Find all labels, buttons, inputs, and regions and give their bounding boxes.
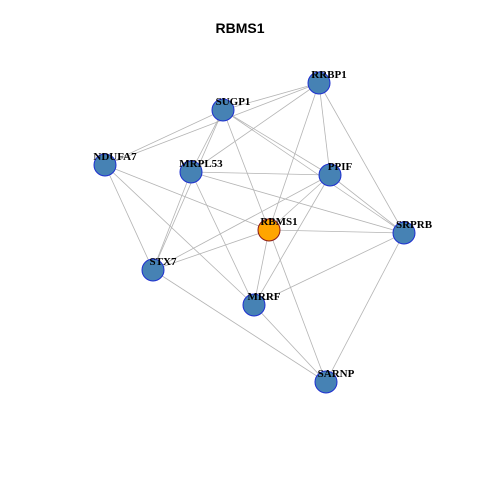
node-circle[interactable] (93, 153, 117, 177)
node-circle[interactable] (211, 98, 235, 122)
edge-ppif-srprb (329, 174, 405, 234)
edge-rrbp1-mrpl53 (190, 82, 320, 173)
edge-rbms1-sarnp (268, 229, 327, 383)
edge-ppif-rbms1 (268, 174, 331, 231)
node-circle[interactable] (307, 71, 331, 95)
node-sugp1[interactable]: SUGP1 (211, 96, 251, 122)
edge-rrbp1-ndufa7 (104, 82, 320, 166)
edge-sugp1-ppif (222, 109, 331, 176)
edge-sugp1-mrpl53 (190, 109, 224, 173)
edge-sugp1-rrbp1 (222, 82, 320, 111)
node-ppif[interactable]: PPIF (318, 161, 353, 187)
edge-rrbp1-ppif (318, 82, 331, 176)
node-label: RBMS1 (260, 216, 297, 228)
edge-mrpl53-stx7 (152, 171, 192, 271)
node-label: NDUFA7 (93, 151, 137, 163)
edge-rbms1-stx7 (152, 229, 270, 271)
edge-mrpl53-srprb (190, 171, 405, 234)
edge-srprb-mrrf (253, 232, 405, 306)
node-stx7[interactable]: STX7 (141, 256, 177, 282)
node-label: MRPL53 (179, 158, 223, 170)
node-rrbp1[interactable]: RRBP1 (307, 69, 347, 95)
node-label: STX7 (150, 256, 177, 268)
node-circle[interactable] (179, 160, 203, 184)
edge-mrpl53-ppif (190, 171, 331, 176)
node-circle[interactable] (242, 293, 266, 317)
node-sarnp[interactable]: SARNP (314, 368, 355, 394)
edge-ndufa7-stx7 (104, 164, 154, 271)
node-label: RRBP1 (311, 69, 346, 81)
node-mrpl53[interactable]: MRPL53 (179, 158, 223, 184)
node-rbms1[interactable]: RBMS1 (257, 216, 298, 242)
node-label: MRRF (248, 291, 281, 303)
edge-stx7-sarnp (152, 269, 327, 383)
node-circle[interactable] (257, 218, 281, 242)
edge-sugp1-rbms1 (222, 109, 270, 231)
edge-ndufa7-rbms1 (104, 164, 270, 231)
edge-srprb-sarnp (325, 232, 405, 383)
node-circle[interactable] (141, 258, 165, 282)
node-circle[interactable] (314, 370, 338, 394)
edge-ppif-mrrf (253, 174, 331, 306)
edge-ndufa7-mrrf (104, 164, 255, 306)
edge-sugp1-ndufa7 (104, 109, 224, 166)
node-label: PPIF (328, 161, 353, 173)
edge-mrrf-sarnp (253, 304, 327, 383)
edge-mrpl53-mrrf (190, 171, 255, 306)
edge-layer (104, 82, 405, 383)
node-mrrf[interactable]: MRRF (242, 291, 281, 317)
node-label: SUGP1 (216, 96, 251, 108)
node-label: SARNP (318, 368, 355, 380)
node-circle[interactable] (318, 163, 342, 187)
edge-sugp1-srprb (222, 109, 405, 234)
node-label: SRPRB (396, 219, 433, 231)
edge-rrbp1-srprb (318, 82, 405, 234)
graph-title: RBMS1 (215, 20, 265, 36)
edge-rbms1-srprb (268, 229, 405, 234)
node-ndufa7[interactable]: NDUFA7 (93, 151, 137, 177)
edge-sugp1-stx7 (152, 109, 224, 271)
edge-rbms1-mrrf (253, 229, 270, 306)
edge-rrbp1-rbms1 (268, 82, 320, 231)
node-srprb[interactable]: SRPRB (392, 219, 433, 245)
node-circle[interactable] (392, 221, 416, 245)
edge-ppif-stx7 (152, 174, 331, 271)
